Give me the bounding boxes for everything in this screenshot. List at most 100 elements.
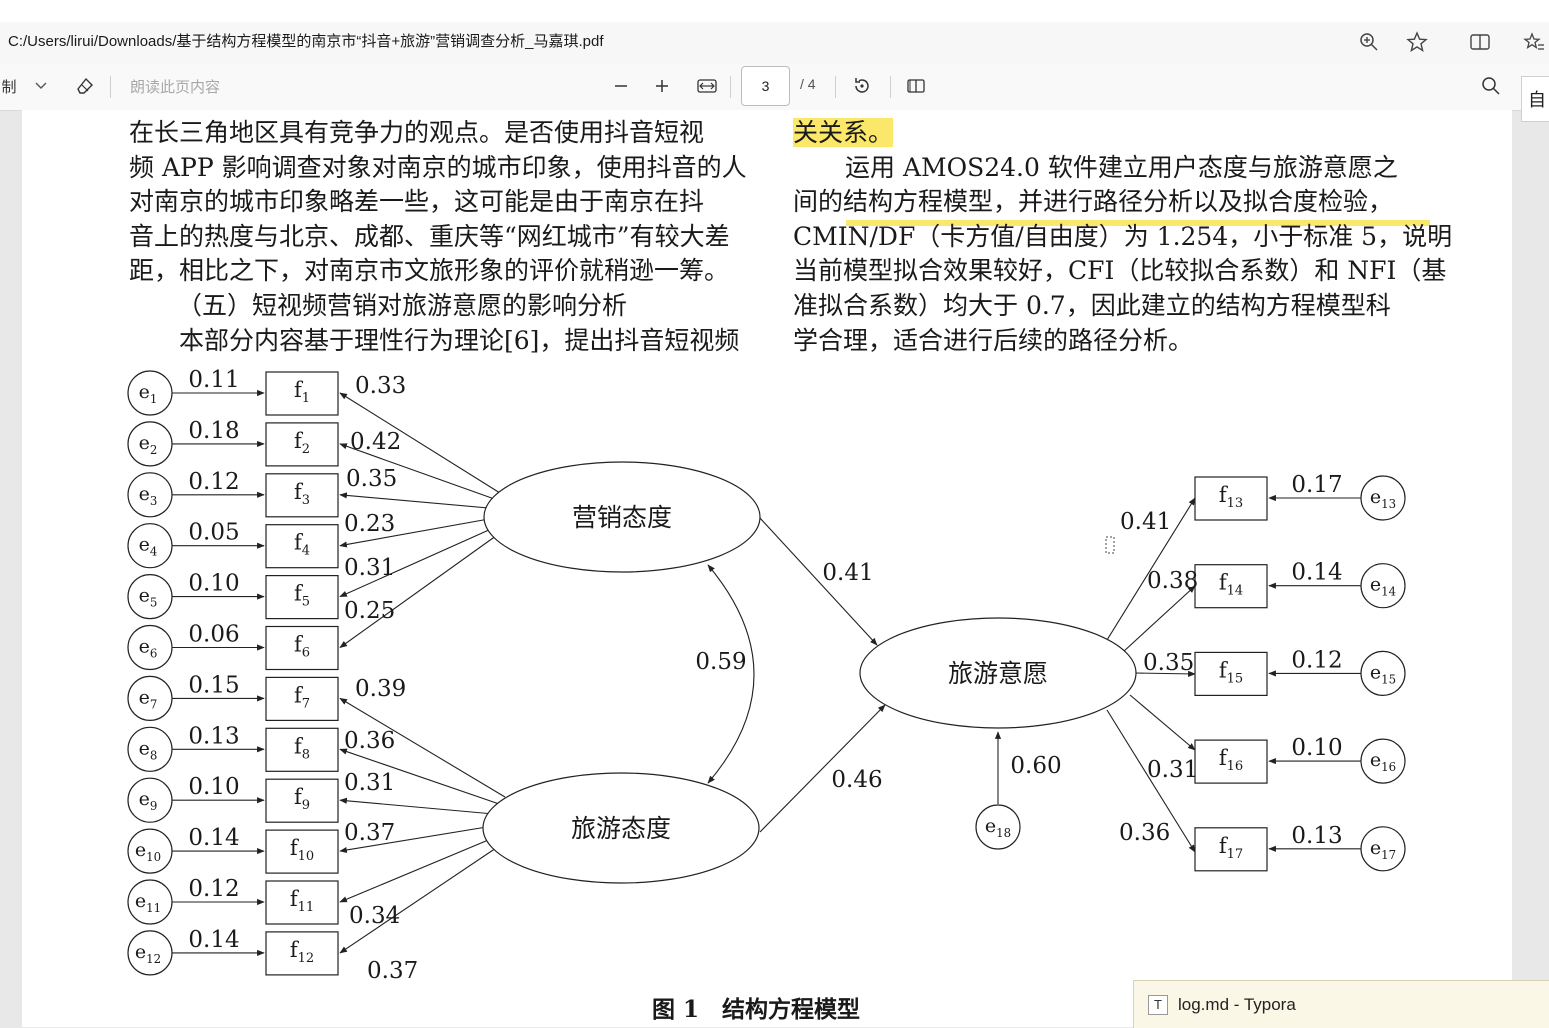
- split-screen-icon[interactable]: [1465, 27, 1495, 57]
- indicator-label: f12: [290, 938, 314, 966]
- error-variance-label: 0.06: [188, 622, 239, 648]
- left-text-line: 在长三角地区具有竞争力的观点。是否使用抖音短视: [129, 118, 705, 147]
- error-variance-label: 0.05: [188, 520, 239, 546]
- indicator-label: f16: [1219, 746, 1243, 774]
- error-node: [127, 573, 173, 620]
- two-page-view-icon[interactable]: [903, 72, 929, 100]
- right-text-line: 准拟合系数）均大于 0.7，因此建立的结构方程模型科: [793, 291, 1391, 320]
- search-icon[interactable]: [1478, 72, 1504, 100]
- error-label: e6: [139, 636, 158, 661]
- loading-label: 0.35: [346, 466, 397, 492]
- indicator-box: [1194, 739, 1268, 784]
- page-number-input[interactable]: 3: [741, 66, 790, 106]
- error-node: [127, 726, 173, 772]
- read-aloud-button[interactable]: 朗读此页内容: [130, 78, 221, 96]
- loading-arrow: [1106, 709, 1196, 853]
- zoom-icon[interactable]: [1354, 27, 1384, 57]
- loading-label: 0.42: [350, 429, 401, 455]
- indicator-box: [265, 371, 339, 416]
- error-variance-label: 0.12: [188, 469, 239, 495]
- indicator-label: f15: [1219, 658, 1243, 686]
- indicator-label: f3: [294, 480, 310, 508]
- loading-label: 0.33: [355, 373, 406, 399]
- address-bar[interactable]: C:/Users/lirui/Downloads/基于结构方程模型的南京市“抖音…: [0, 22, 1549, 64]
- loading-arrow: [339, 532, 501, 648]
- error-node: [1360, 738, 1406, 784]
- indicator-box: [265, 727, 339, 772]
- error-variance-label: 0.10: [188, 571, 239, 597]
- loading-arrow: [339, 841, 506, 954]
- eraser-icon[interactable]: [72, 72, 98, 100]
- typora-taskbar-item[interactable]: T log.md - Typora: [1133, 980, 1549, 1028]
- loading-label: 0.36: [1119, 820, 1170, 846]
- loading-arrow: [339, 524, 501, 598]
- latent-tourism-attitude: [482, 772, 760, 884]
- error-variance-label: 0.14: [188, 927, 239, 953]
- left-text-line: 本部分内容基于理性行为理论[6]，提出抖音短视频: [179, 326, 740, 355]
- error-node: [127, 930, 173, 976]
- diagram-arrows: [172, 389, 1361, 956]
- right-text-line: 运用 AMOS24.0 软件建立用户态度与旅游意愿之: [845, 153, 1398, 182]
- loading-label: 0.34: [349, 903, 400, 929]
- indicator-box: [265, 473, 339, 518]
- indicator-label: f2: [294, 429, 310, 457]
- loading-arrow: [339, 832, 506, 903]
- favorite-star-icon[interactable]: [1402, 27, 1432, 57]
- loading-label: 0.38: [1147, 568, 1198, 594]
- indicator-box: [265, 422, 339, 467]
- error-node: [127, 624, 173, 671]
- loading-label: 0.39: [355, 676, 406, 702]
- left-text-line: 音上的热度与北京、成都、重庆等“网红城市”有较大差: [129, 222, 730, 251]
- zoom-out-icon[interactable]: [610, 72, 632, 100]
- indicator-box: [265, 931, 339, 976]
- error-node: [127, 370, 173, 416]
- error-node: [1360, 475, 1406, 521]
- path-arrow-tourism: [759, 704, 886, 833]
- indicator-label: f14: [1219, 571, 1243, 599]
- error-variance-label: 0.14: [1291, 560, 1342, 586]
- error-variance-label: 0.13: [1291, 823, 1342, 849]
- error-label: e12: [135, 941, 161, 966]
- covariance-label: 0.59: [695, 649, 746, 675]
- highlight-strip: [846, 220, 1430, 226]
- error-variance-label: 0.10: [188, 774, 239, 800]
- right-text-line: 间的结构方程模型，并进行路径分析以及拟合度检验，: [793, 187, 1394, 216]
- error-label: e13: [1370, 486, 1396, 511]
- favorites-list-icon[interactable]: [1519, 27, 1549, 57]
- error-node: [127, 675, 173, 722]
- indicator-box: [265, 625, 339, 671]
- loading-arrow: [1106, 497, 1196, 641]
- zoom-in-icon[interactable]: [651, 72, 673, 100]
- error-node: [127, 777, 173, 823]
- indicator-box: [1194, 827, 1268, 872]
- page-total: / 4: [800, 76, 816, 92]
- rotate-icon[interactable]: [849, 72, 875, 100]
- loading-label: 0.25: [344, 598, 395, 624]
- error-variance-label: 0.11: [188, 367, 239, 393]
- error-label: e8: [139, 737, 158, 762]
- error-label: e15: [1370, 661, 1396, 686]
- error-node: [1360, 563, 1406, 609]
- indicator-label: f8: [294, 734, 310, 762]
- side-panel-button[interactable]: 自: [1521, 76, 1549, 122]
- error-label-e18: e18: [985, 815, 1011, 840]
- indicator-box: [265, 676, 339, 722]
- loading-label: 0.31: [344, 770, 395, 796]
- left-text-line: 对南京的城市印象略差一些，这可能是由于南京在抖: [129, 187, 705, 216]
- section-heading: （五）短视频营销对旅游意愿的影响分析: [177, 291, 628, 320]
- fit-width-icon[interactable]: [695, 72, 719, 100]
- pdf-page: 在长三角地区具有竞争力的观点。是否使用抖音短视 频 APP 影响调查对象对南京的…: [22, 110, 1512, 1027]
- toolbar-left-label[interactable]: 制: [1, 78, 17, 96]
- loading-label: 0.23: [344, 511, 395, 537]
- error-node-e18: [975, 804, 1021, 850]
- toolbar-divider: [890, 76, 891, 98]
- browser-chrome: C:/Users/lirui/Downloads/基于结构方程模型的南京市“抖音…: [0, 0, 1549, 64]
- address-url[interactable]: C:/Users/lirui/Downloads/基于结构方程模型的南京市“抖音…: [8, 33, 604, 50]
- text-cursor-marker: [1105, 536, 1115, 554]
- error-variance-label: 0.14: [188, 825, 239, 851]
- toolbar-divider: [110, 76, 111, 98]
- error-label: e14: [1370, 574, 1396, 599]
- chevron-down-icon[interactable]: [30, 72, 52, 100]
- indicator-label: f5: [294, 582, 310, 610]
- indicator-box: [1194, 651, 1268, 697]
